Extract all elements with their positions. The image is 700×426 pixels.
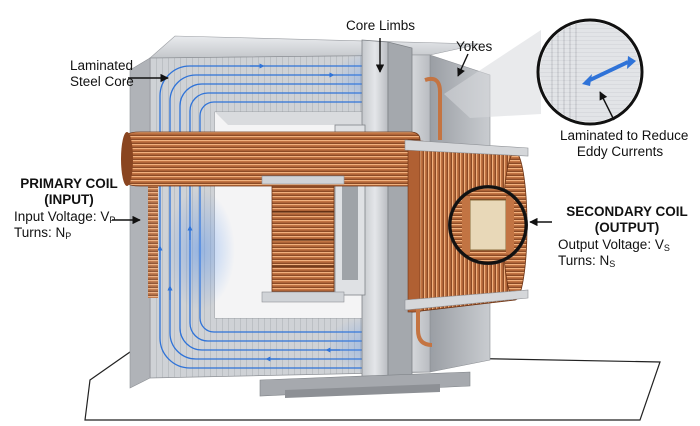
secondary-turns-sub: S (609, 259, 616, 270)
base-rail-front (285, 384, 440, 398)
secondary-turns-prefix: Turns: N (558, 253, 610, 269)
secondary-coil-cutaway (448, 185, 528, 265)
label-yokes-text: Yokes (456, 39, 493, 54)
primary-turns-prefix: Turns: N (14, 225, 66, 241)
label-inset-caption: Laminated to Reduce Eddy Currents (560, 128, 689, 159)
label-laminated-line2: Steel Core (70, 73, 134, 89)
label-yokes: Yokes (456, 39, 492, 55)
primary-turns-sub: P (65, 231, 72, 242)
primary-coil-title: PRIMARY COIL (INPUT) (14, 176, 124, 207)
label-inset-line1: Laminated to Reduce (560, 128, 689, 143)
secondary-title-line2: (OUTPUT) (594, 219, 660, 235)
label-core-limbs: Core Limbs (346, 18, 415, 34)
core-left-edge (129, 57, 151, 389)
secondary-voltage-prefix: Output Voltage: V (558, 237, 664, 253)
secondary-voltage-sub: S (663, 243, 670, 254)
primary-title-line2: (INPUT) (44, 191, 94, 207)
floor-plane (84, 351, 661, 421)
lamination-magnifier (444, 18, 644, 126)
label-secondary-coil: SECONDARY COIL (OUTPUT) Output Voltage: … (558, 204, 696, 270)
primary-turns: Turns: NP (14, 225, 124, 241)
label-laminated-steel-core: Laminated Steel Core (70, 58, 134, 89)
primary-voltage-sub: P (109, 215, 116, 226)
primary-voltage: Input Voltage: VP (14, 209, 124, 225)
primary-voltage-prefix: Input Voltage: V (14, 209, 110, 225)
label-inset-line2: Eddy Currents (576, 143, 664, 159)
secondary-turns: Turns: NS (558, 253, 696, 269)
eddy-current-arrow (589, 60, 629, 82)
label-core-limbs-text: Core Limbs (346, 18, 416, 33)
label-laminated-line1: Laminated (70, 58, 134, 73)
core-top-face (149, 35, 481, 59)
secondary-coil-title: SECONDARY COIL (OUTPUT) (558, 204, 696, 235)
primary-title-line1: PRIMARY COIL (20, 176, 118, 191)
leader-lines (112, 38, 615, 227)
secondary-title-line1: SECONDARY COIL (566, 204, 688, 219)
secondary-voltage: Output Voltage: VS (558, 237, 696, 253)
primary-coil (121, 131, 421, 303)
label-primary-coil: PRIMARY COIL (INPUT) Input Voltage: VP T… (14, 176, 124, 242)
